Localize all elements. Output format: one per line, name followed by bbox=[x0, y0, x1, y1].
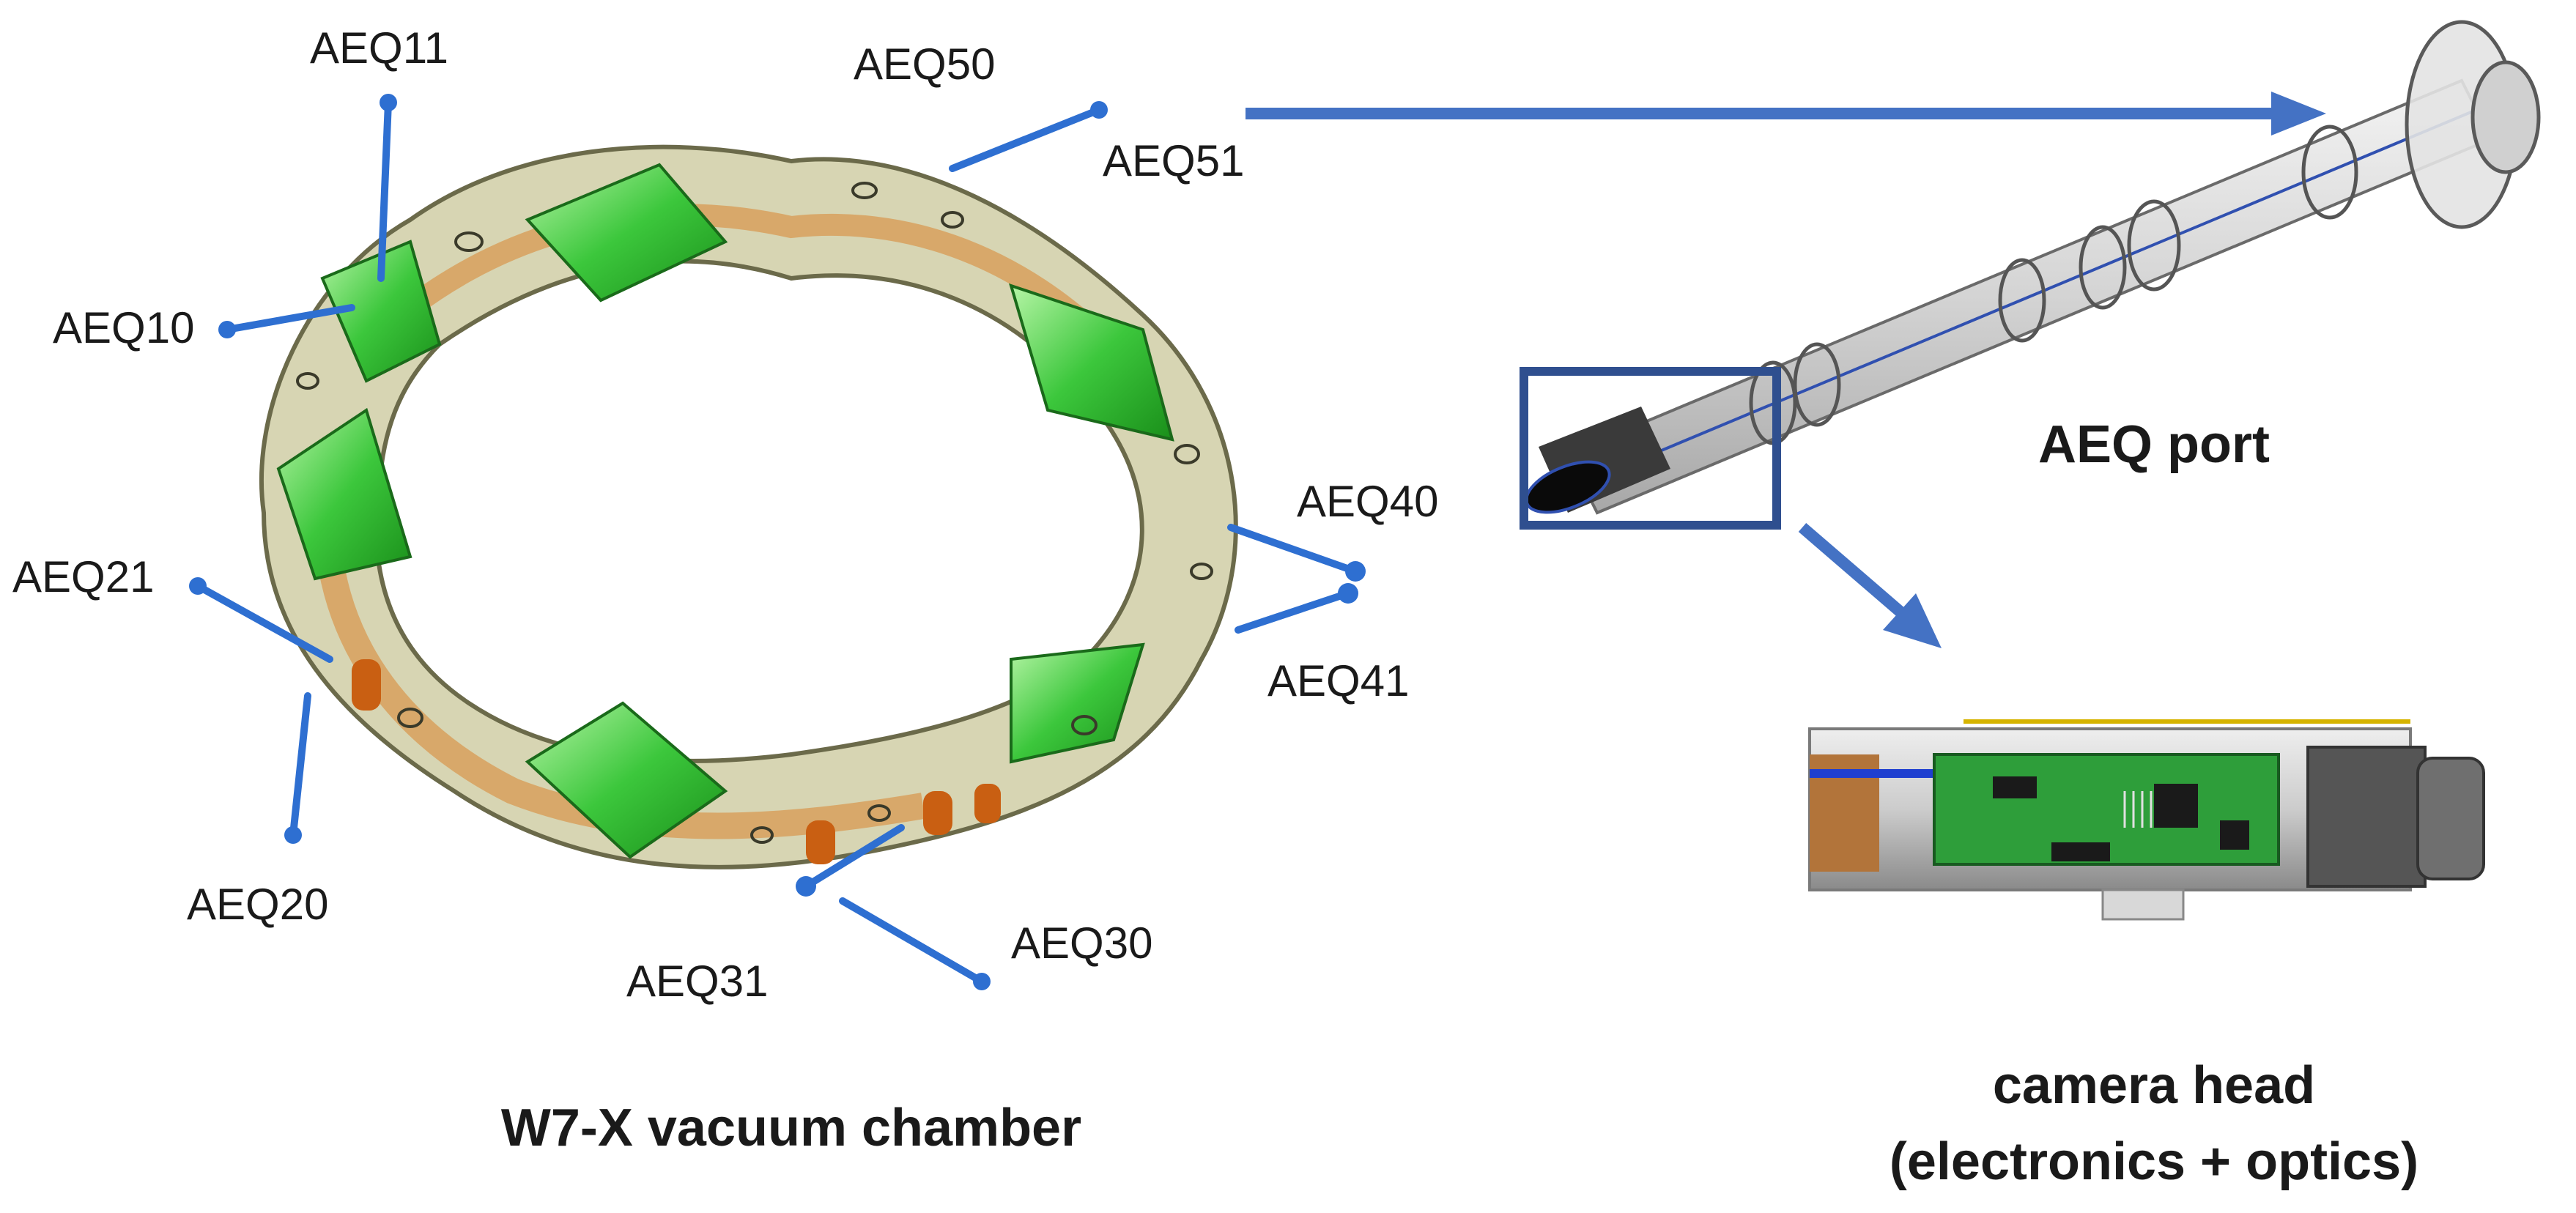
green-segment bbox=[525, 701, 728, 859]
green-segment bbox=[1010, 642, 1145, 764]
label-aeq50: AEQ50 bbox=[854, 40, 996, 89]
green-segment bbox=[1009, 283, 1174, 442]
arrow-to-aeq-port bbox=[1246, 92, 2326, 136]
aeq-port-rods bbox=[194, 99, 1359, 985]
caption-camera-head-line2: (electronics + optics) bbox=[1889, 1132, 2419, 1192]
chamber-port-openings bbox=[296, 182, 1213, 844]
camera-heatsink bbox=[2123, 791, 2153, 828]
chamber-orange-patches bbox=[352, 659, 1001, 864]
label-aeq20: AEQ20 bbox=[187, 880, 329, 929]
camera-lens-barrel bbox=[2306, 746, 2427, 888]
chamber-inner-band bbox=[317, 554, 925, 839]
camera-cable bbox=[1810, 769, 1971, 778]
camera-bottom-mount bbox=[2101, 889, 2185, 921]
label-aeq21: AEQ21 bbox=[12, 552, 155, 601]
label-aeq51: AEQ51 bbox=[1103, 136, 1245, 185]
label-aeq41: AEQ41 bbox=[1267, 656, 1410, 705]
label-aeq30: AEQ30 bbox=[1011, 919, 1153, 968]
label-aeq11: AEQ11 bbox=[310, 23, 448, 73]
caption-aeq-port: AEQ port bbox=[2038, 415, 2270, 474]
caption-camera-head-line1: camera head bbox=[1992, 1056, 2316, 1115]
aeq-port-drawing bbox=[1525, 20, 2541, 515]
arrow-to-camera-head bbox=[1798, 522, 1942, 648]
camera-pcb-chips bbox=[1993, 776, 2249, 861]
vacuum-chamber-drawing bbox=[189, 94, 1366, 990]
label-aeq31: AEQ31 bbox=[626, 957, 769, 1006]
label-aeq40: AEQ40 bbox=[1297, 477, 1439, 526]
port-flange-inner bbox=[2470, 60, 2541, 174]
camera-head-drawing bbox=[1808, 719, 2485, 921]
port-tube-rings bbox=[1749, 125, 2358, 445]
aeq-port-ends bbox=[189, 94, 1366, 990]
camera-highlight-box bbox=[1520, 367, 1781, 530]
label-aeq10: AEQ10 bbox=[53, 303, 195, 352]
green-segment bbox=[525, 163, 728, 303]
caption-camera-head: camera head (electronics + optics) bbox=[1817, 1047, 2491, 1201]
caption-vacuum-chamber: W7-X vacuum chamber bbox=[500, 1099, 1082, 1157]
chamber-inner-band bbox=[404, 204, 1130, 367]
green-segment bbox=[276, 407, 412, 581]
camera-lens-front bbox=[2416, 757, 2485, 880]
